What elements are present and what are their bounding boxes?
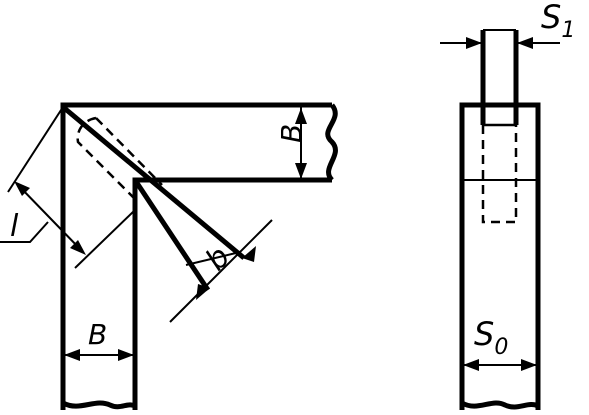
weld-hidden-contour [76, 116, 163, 201]
s1-arrow-left [466, 37, 482, 49]
l-extension-line-1 [7, 106, 64, 193]
b-width-arrow-bottom [295, 163, 307, 179]
break-line-right [325, 103, 338, 182]
b-arrowhead-lower [196, 284, 210, 300]
s0-label: S0 [474, 315, 508, 360]
s1-label-main: S [541, 0, 561, 36]
s0-label-main: S [474, 315, 494, 353]
b-width-label-bottom: B [88, 318, 107, 351]
edge-plate-outline [459, 102, 541, 410]
l-shape-inner-outline [132, 177, 332, 410]
edge-view: S1 S0 [440, 0, 575, 410]
corner-joint-view: l b B B [0, 102, 338, 410]
b-dimension-line [169, 219, 273, 323]
l-arrowhead-top [14, 181, 30, 196]
weld-seam-edge-upper [61, 105, 246, 260]
weld-seam-edge-lower [132, 178, 211, 292]
l-label: l [10, 209, 19, 244]
b-width-arrow-left [64, 349, 80, 361]
l-dimension-line [17, 184, 83, 252]
l-leader-line [0, 221, 49, 243]
b-width-arrow-right [118, 349, 134, 361]
b-width-arrow-top [295, 108, 307, 124]
l-extension-line-2 [74, 209, 136, 269]
b-width-label-right: B [275, 124, 308, 143]
s0-label-sub: 0 [494, 335, 508, 360]
break-line-bottom [61, 400, 137, 410]
b-arrowhead-upper [242, 246, 256, 262]
edge-hidden-weld [481, 125, 518, 224]
l-shape-outline [60, 102, 332, 410]
s1-label-sub: 1 [561, 18, 575, 43]
s1-arrow-right [517, 37, 533, 49]
edge-break-line-bottom [460, 400, 540, 410]
weld-seam-end [185, 252, 237, 266]
s1-label: S1 [541, 0, 575, 43]
l-arrowhead-bottom [70, 240, 86, 255]
s0-arrow-right [521, 359, 537, 371]
s0-arrow-left [463, 359, 479, 371]
